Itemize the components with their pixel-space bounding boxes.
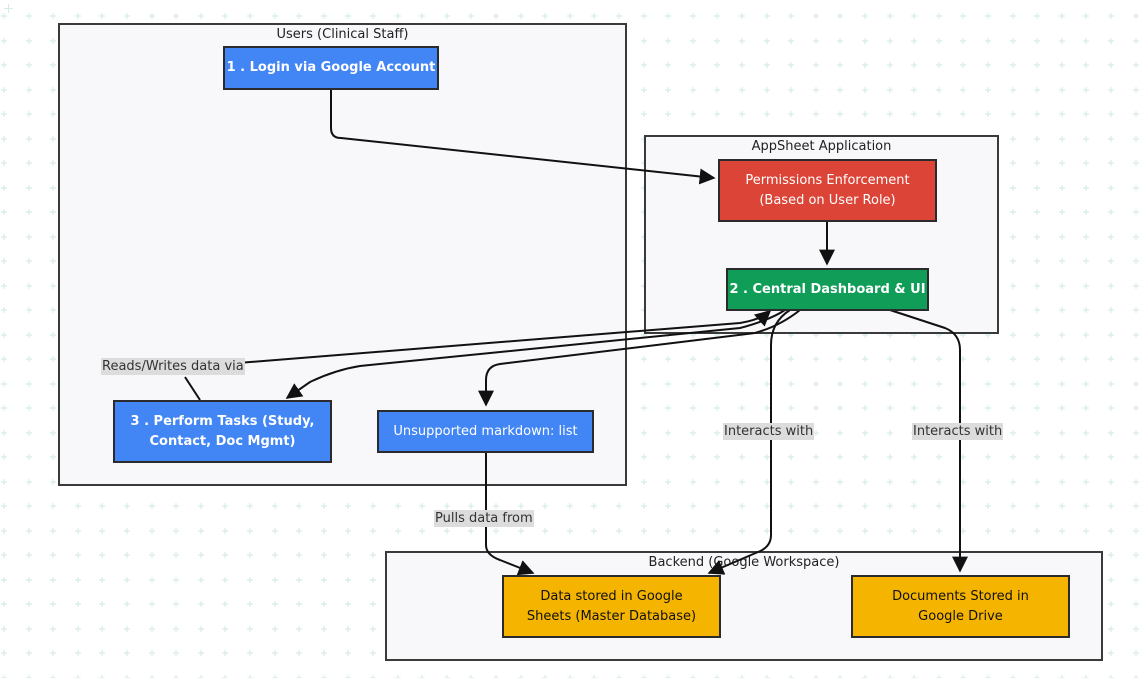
edge-markdown-to-sheets [485,453,535,576]
cluster-backend-title: Backend (Google Workspace) [648,555,840,570]
node-markdown: Unsupported markdown: list [377,410,594,453]
edge-label-reads-writes: Reads/Writes data via [101,358,245,375]
edge-label-interacts-drive: Interacts with [912,423,1004,440]
node-login: 1 . Login via Google Account [223,46,439,90]
edge-dashboard-to-markdown [478,309,801,407]
node-dashboard: 2 . Central Dashboard & UI [726,268,929,311]
edge-dashboard-to-tasks [285,309,786,399]
edge-dashboard-to-sheets [707,309,791,575]
node-drive: Documents Stored in Google Drive [851,575,1070,638]
edge-login-to-permissions [330,90,716,185]
node-permissions: Permissions Enforcement (Based on User R… [718,159,937,222]
cluster-appsheet-title: AppSheet Application [751,139,892,154]
edge-tasks-to-dashboard [184,311,770,401]
edge-label-pulls: Pulls data from [434,510,534,527]
edge-label-interacts-sheets: Interacts with [723,423,815,440]
cluster-users-title: Users (Clinical Staff) [276,27,409,42]
node-sheets: Data stored in Google Sheets (Master Dat… [502,575,721,638]
edge-dashboard-to-drive [889,309,968,573]
node-tasks: 3 . Perform Tasks (Study, Contact, Doc M… [113,400,332,463]
